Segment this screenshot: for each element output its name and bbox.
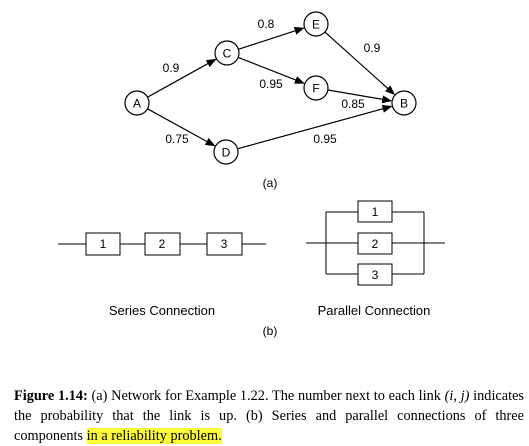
edge-label-c-e: 0.8	[258, 17, 275, 31]
edge-d-b	[237, 104, 393, 150]
edge-c-f	[237, 56, 305, 84]
series-connection-title: Series Connection	[109, 303, 215, 318]
figure-caption: Figure 1.14: (a) Network for Example 1.2…	[14, 386, 524, 446]
edge-label-c-f: 0.95	[259, 77, 283, 91]
parallel-component-box	[357, 200, 393, 223]
series-component-label: 3	[221, 237, 228, 251]
parallel-component-label: 2	[372, 237, 379, 251]
edge-f-b	[327, 89, 393, 104]
caption-text-part2: indicates the probability that the link …	[14, 388, 524, 444]
edge-e-b	[324, 31, 396, 95]
parallel-connection: 1 2 3 Parallel Connection	[306, 200, 445, 318]
subfigure-b-label: (b)	[263, 324, 278, 338]
node-label-e: E	[312, 18, 320, 32]
caption-figure-label: Figure 1.14:	[14, 388, 88, 404]
edge-label-d-b: 0.95	[313, 132, 337, 146]
parallel-component-label: 3	[372, 268, 379, 282]
node-c	[214, 40, 240, 66]
series-connection: 1 2 3 Series Connection	[58, 232, 266, 318]
network-edges: 0.9 0.75 0.8 0.95 0.9 0.85 0.95	[147, 17, 396, 150]
parallel-component-box	[357, 232, 393, 255]
edge-c-e	[238, 27, 305, 50]
node-label-b: B	[400, 97, 408, 111]
caption-text-part1: (a) Network for Example 1.22. The number…	[87, 388, 445, 404]
network-nodes: A C D E F B	[124, 11, 417, 165]
series-component-box	[144, 232, 181, 256]
parallel-component-label: 1	[372, 205, 379, 219]
parallel-component-box	[357, 263, 393, 286]
series-component-label: 1	[100, 237, 107, 251]
edge-label-f-b: 0.85	[341, 97, 365, 111]
series-component-label: 2	[159, 237, 166, 251]
node-label-a: A	[133, 97, 141, 111]
caption-highlight: in a reliability problem.	[86, 428, 222, 444]
node-label-c: C	[223, 47, 232, 61]
caption-math: (i, j)	[444, 388, 470, 404]
node-a	[124, 90, 150, 116]
series-component-box	[206, 232, 243, 256]
node-label-f: F	[312, 82, 319, 96]
series-component-box	[85, 232, 121, 256]
node-d	[213, 139, 239, 165]
edge-a-d	[147, 108, 216, 147]
edge-label-a-d: 0.75	[165, 132, 189, 146]
edge-a-c	[147, 58, 217, 98]
parallel-connection-title: Parallel Connection	[318, 303, 431, 318]
node-f	[303, 75, 329, 101]
edge-label-a-c: 0.9	[163, 61, 180, 75]
subfigure-a-label: (a)	[263, 176, 278, 190]
node-e	[303, 11, 329, 37]
node-b	[391, 90, 417, 116]
edge-label-e-b: 0.9	[364, 41, 381, 55]
node-label-d: D	[222, 146, 231, 160]
